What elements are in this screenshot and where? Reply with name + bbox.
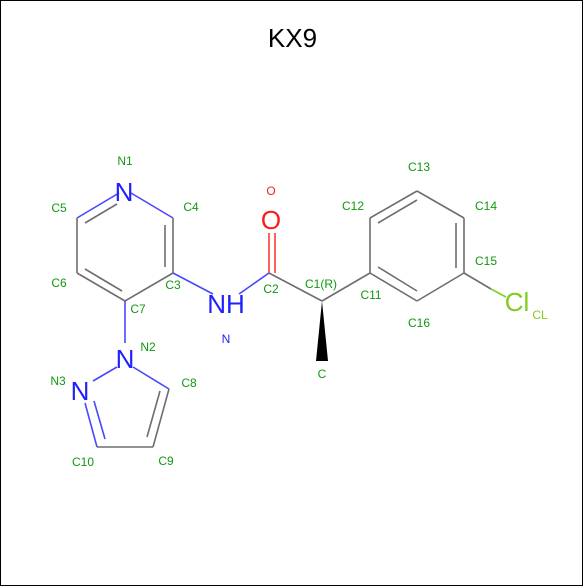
bond-c8-c9 xyxy=(152,388,170,448)
molecule-title: KX9 xyxy=(267,23,318,53)
label-n: N xyxy=(222,332,231,346)
label-n2: N2 xyxy=(140,340,156,354)
wedge-bond-c1-c xyxy=(316,301,328,361)
bond-c3-c7 xyxy=(124,272,174,302)
bond-c3-n xyxy=(172,272,214,295)
bond-n1-c4 xyxy=(130,192,174,219)
label-cl: CL xyxy=(532,308,548,322)
atom-n: NH xyxy=(207,289,245,319)
label-c6: C6 xyxy=(51,276,67,290)
label-c8: C8 xyxy=(181,376,197,390)
bond-c10-n3 xyxy=(84,402,98,448)
label-c11: C11 xyxy=(360,288,381,302)
label-c7: C7 xyxy=(130,302,146,316)
label-n3: N3 xyxy=(50,374,66,388)
label-n1: N1 xyxy=(117,154,133,168)
label-c4: C4 xyxy=(183,200,199,214)
label-c3: C3 xyxy=(165,278,181,292)
label-c13: C13 xyxy=(408,160,430,174)
bond-n-c2 xyxy=(238,272,270,295)
label-c1: C1(R) xyxy=(305,277,337,291)
label-c9: C9 xyxy=(158,454,174,468)
label-o: O xyxy=(266,184,275,198)
bond-n2-c8 xyxy=(132,366,170,390)
label-c12: C12 xyxy=(342,199,364,213)
label-c14: C14 xyxy=(475,199,497,213)
bond-n2-n3 xyxy=(92,366,118,382)
bond-c8-c9-inner xyxy=(146,390,161,438)
label-c5: C5 xyxy=(51,201,67,215)
bond-n1-c5 xyxy=(76,192,120,219)
bond-c16-c11 xyxy=(369,272,418,302)
label-c16: C16 xyxy=(408,316,430,330)
atom-n2: N xyxy=(116,344,135,374)
bond-c15-c16 xyxy=(416,272,465,302)
atom-cl: Cl xyxy=(505,287,530,317)
bond-c2-c1 xyxy=(268,272,323,302)
bond-c1-c11 xyxy=(321,272,371,302)
bond-c5-n1-inner xyxy=(84,203,118,224)
label-c2: C2 xyxy=(263,282,279,296)
label-c15: C15 xyxy=(475,254,497,268)
bond-c7-c6-inner xyxy=(84,268,123,292)
bond-c15-cl-b xyxy=(490,288,507,298)
atom-n3: N xyxy=(71,376,90,406)
bond-c10-n3-inner xyxy=(93,400,106,440)
atom-o: O xyxy=(261,205,281,235)
bond-c12-c13-inner xyxy=(377,199,418,224)
label-c10: C10 xyxy=(72,455,94,469)
bond-c7-c6 xyxy=(76,272,126,302)
bond-c16-c11-inner xyxy=(377,266,418,292)
bond-c15-cl-a xyxy=(463,272,492,290)
atom-n1: N xyxy=(115,177,134,207)
bond-c12-c13 xyxy=(369,190,418,219)
label-c: C xyxy=(318,367,327,381)
bond-c13-c14 xyxy=(416,190,465,219)
